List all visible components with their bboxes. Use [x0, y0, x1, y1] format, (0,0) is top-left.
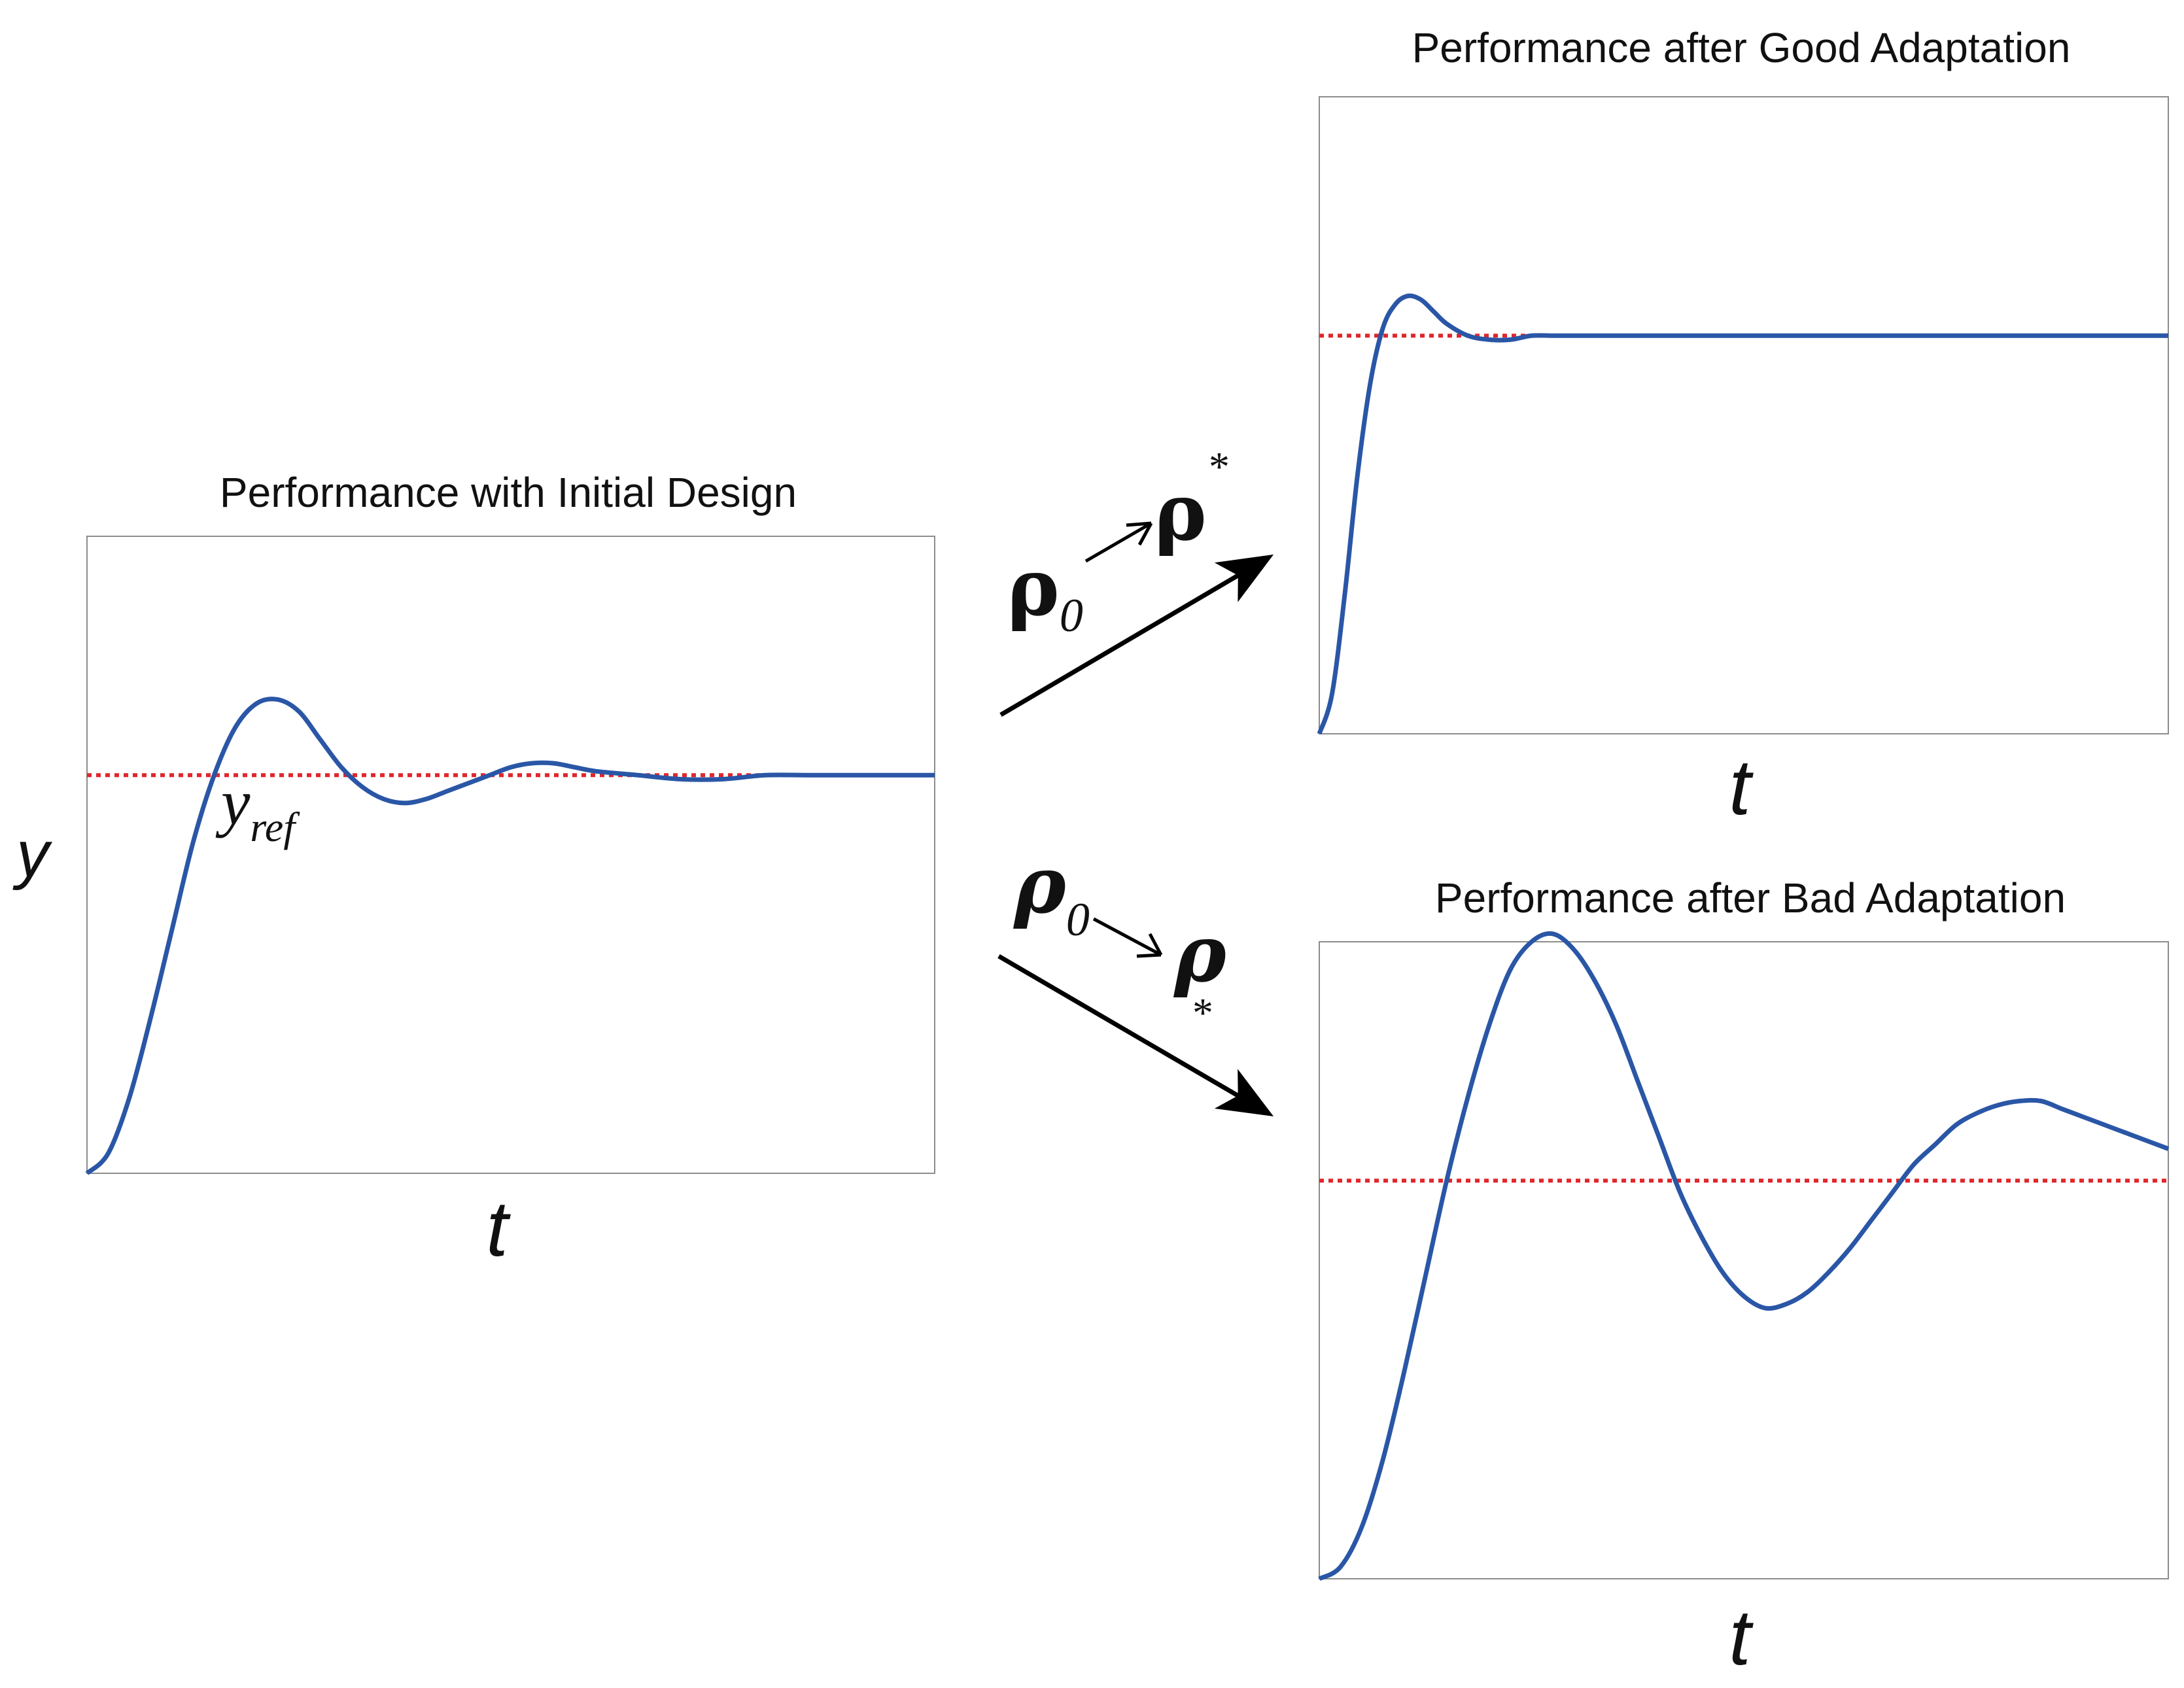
plot-frame-initial	[86, 536, 935, 1174]
rho-to-sup-good: *	[1207, 443, 1228, 490]
plot-area-bad	[1318, 931, 2170, 1581]
arrow-bad-target: ρ*	[1173, 908, 1227, 1036]
panel-initial-design: Performance with Initial Design t y yref	[12, 469, 935, 1273]
panel-title-initial: Performance with Initial Design	[220, 469, 797, 516]
arrow-good-adaptation: ρ0 ρ*	[999, 443, 1274, 717]
plot-area-initial	[85, 697, 935, 1175]
arrow-bad-adaptation: ρ0 ρ*	[997, 839, 1274, 1117]
y-axis-label: y	[12, 818, 53, 891]
rho-to-bad: ρ	[1173, 908, 1227, 1000]
rho-to-sub-bad: *	[1190, 990, 1211, 1036]
panel-title-bad: Performance after Bad Adaptation	[1435, 874, 2066, 922]
rho-from-sub-bad: 0	[1066, 893, 1090, 946]
panel-title-good: Performance after Good Adaptation	[1412, 24, 2071, 71]
plot-area-good	[1317, 293, 2168, 735]
arrow-good-line	[999, 554, 1274, 717]
plot-frame-good	[1319, 96, 2169, 734]
x-axis-label-good: t	[1729, 744, 1754, 831]
y-ref-annotation: yref	[215, 766, 300, 850]
rho-from-bad: ρ	[1013, 839, 1067, 931]
rho-to-good: ρ	[1154, 466, 1207, 559]
response-curve-bad	[1318, 931, 2170, 1581]
response-curve-initial	[85, 697, 935, 1175]
y-ref-subscript: ref	[250, 804, 300, 850]
arrow-good-target: ρ*	[1154, 443, 1228, 559]
response-curve-good	[1317, 293, 2168, 735]
x-axis-label-bad: t	[1729, 1594, 1754, 1681]
rho-from-good: ρ	[1007, 542, 1060, 634]
plot-frame-bad	[1319, 941, 2169, 1579]
panel-good-adaptation: Performance after Good Adaptation t	[1317, 24, 2169, 831]
arrow-bad-line	[997, 954, 1274, 1117]
arrow-bad-label: ρ0	[1013, 839, 1090, 946]
y-ref-main: y	[215, 766, 251, 838]
arrow-good-label: ρ0	[1007, 542, 1083, 642]
x-axis-label-initial: t	[486, 1185, 511, 1273]
small-arrow-bad	[1092, 917, 1163, 958]
small-arrow-good	[1084, 521, 1153, 563]
panel-bad-adaptation: Performance after Bad Adaptation t	[1318, 874, 2170, 1681]
rho-from-sub-good: 0	[1060, 589, 1083, 642]
